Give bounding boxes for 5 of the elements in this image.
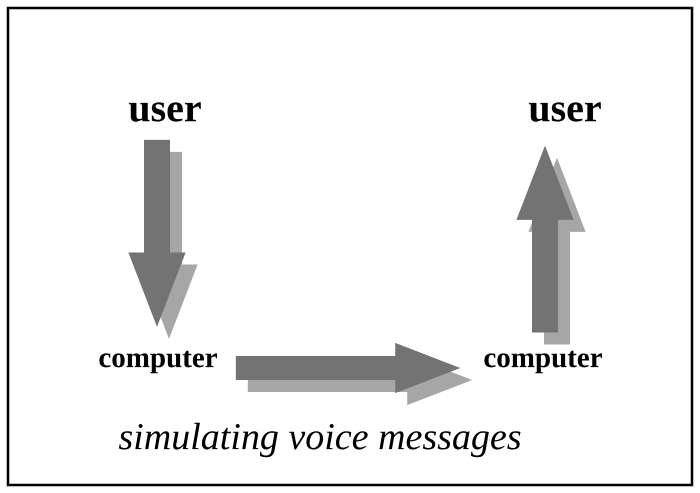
caption: simulating voice messages (118, 422, 520, 458)
bold-label: computer (99, 350, 217, 374)
bold-label: computer (484, 350, 602, 374)
bold-label: user (528, 102, 601, 122)
bold-label: user (128, 102, 201, 122)
